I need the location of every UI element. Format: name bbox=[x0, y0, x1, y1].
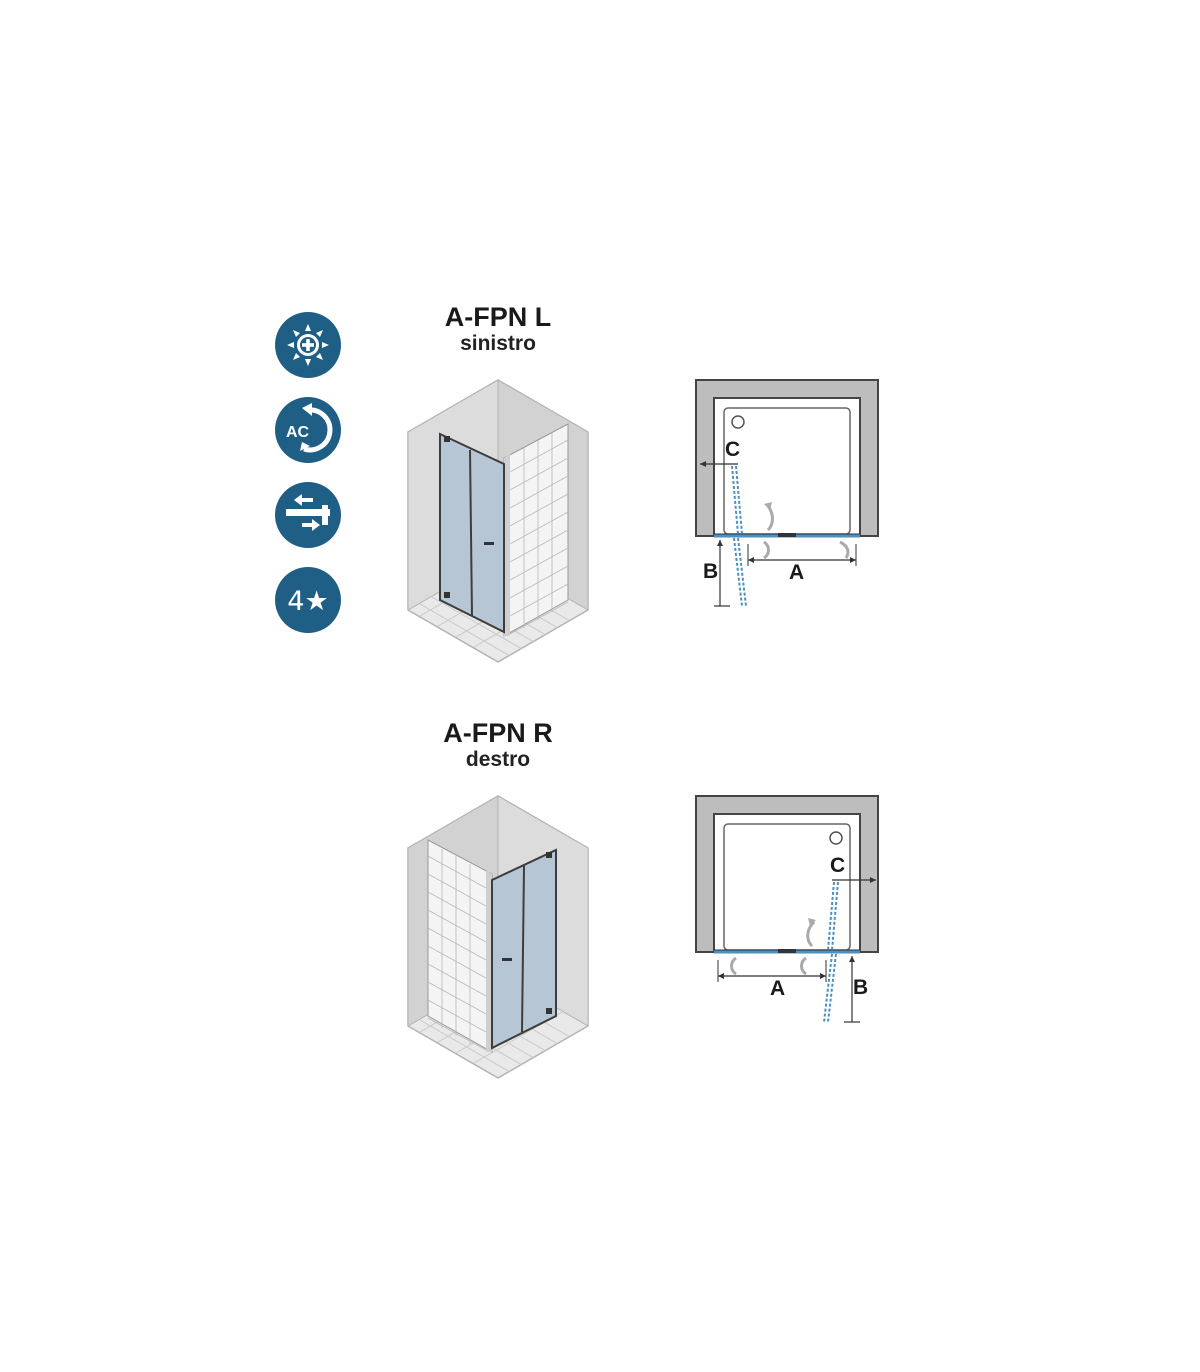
model-side: sinistro bbox=[460, 332, 536, 355]
shower-illustration-left bbox=[407, 379, 589, 663]
sun-plus-icon bbox=[275, 312, 341, 378]
dimension-b-label: B bbox=[703, 560, 718, 583]
shower-illustration-right bbox=[407, 795, 589, 1079]
dimension-c-label: C bbox=[725, 438, 740, 461]
four-star-text: 4★ bbox=[287, 586, 328, 617]
floor-plan-right: C B A bbox=[695, 795, 879, 1023]
ac-rotate-icon: AC bbox=[275, 397, 341, 463]
floor-plan-left: C B A bbox=[695, 379, 879, 607]
dimension-b-label: B bbox=[853, 976, 868, 999]
dimension-c-label: C bbox=[830, 854, 845, 877]
dimension-a-label: A bbox=[770, 977, 785, 1000]
model-title-right: A-FPN R destro bbox=[380, 718, 616, 772]
model-code: A-FPN L bbox=[444, 302, 552, 332]
ac-text: AC bbox=[286, 424, 310, 441]
model-title-left: A-FPN L sinistro bbox=[380, 302, 616, 356]
model-side: destro bbox=[465, 748, 531, 771]
model-code: A-FPN R bbox=[443, 718, 553, 748]
four-star-icon: 4★ bbox=[275, 567, 341, 633]
dimension-a-label: A bbox=[789, 561, 804, 584]
adjust-arrows-icon bbox=[275, 482, 341, 548]
